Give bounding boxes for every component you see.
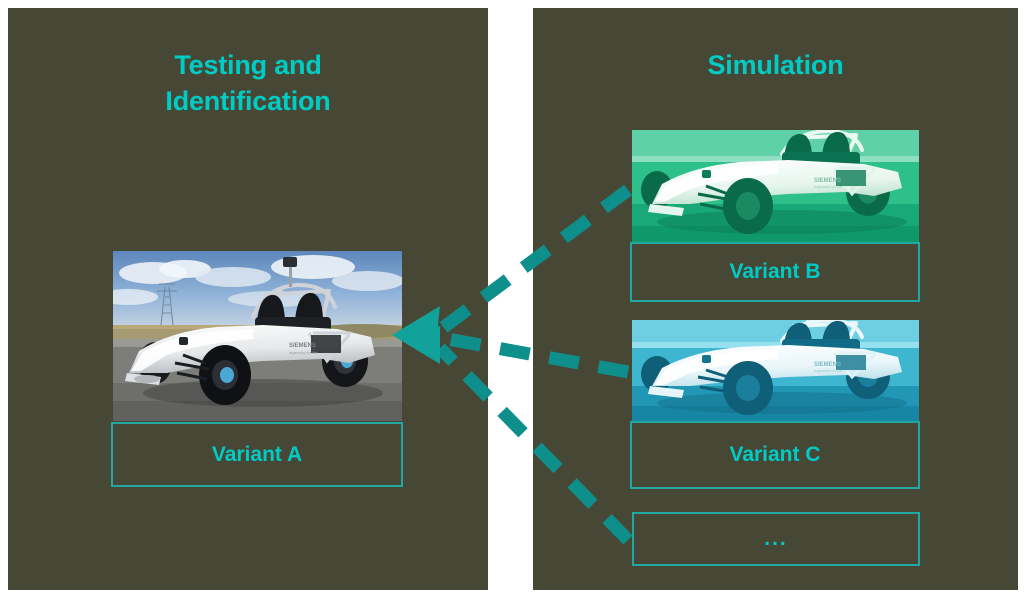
panel-title-left: Testing and Identification [165,50,331,116]
svg-text:SIEMENS: SIEMENS [814,178,841,184]
variant-c-photo: SIEMENS Ingenuity for life [632,320,919,421]
svg-text:SIEMENS: SIEMENS [289,343,316,349]
svg-text:Ingenuity for life: Ingenuity for life [814,184,843,189]
variant-b-photo: SIEMENS Ingenuity for life [632,130,919,242]
variant-b-label: Variant B [630,242,920,302]
svg-text:SIEMENS: SIEMENS [814,362,841,368]
variant-c-label: Variant C [630,421,920,489]
variant-a-photo: SIEMENS Ingenuity for life [113,251,402,421]
panel-testing-identification: Testing and Identification [8,8,488,590]
svg-text:Ingenuity for life: Ingenuity for life [289,350,318,355]
variant-more-label: ... [632,512,920,566]
svg-text:Ingenuity for life: Ingenuity for life [814,368,843,373]
panel-title-right: Simulation [707,50,844,80]
variant-a-label: Variant A [111,422,403,487]
